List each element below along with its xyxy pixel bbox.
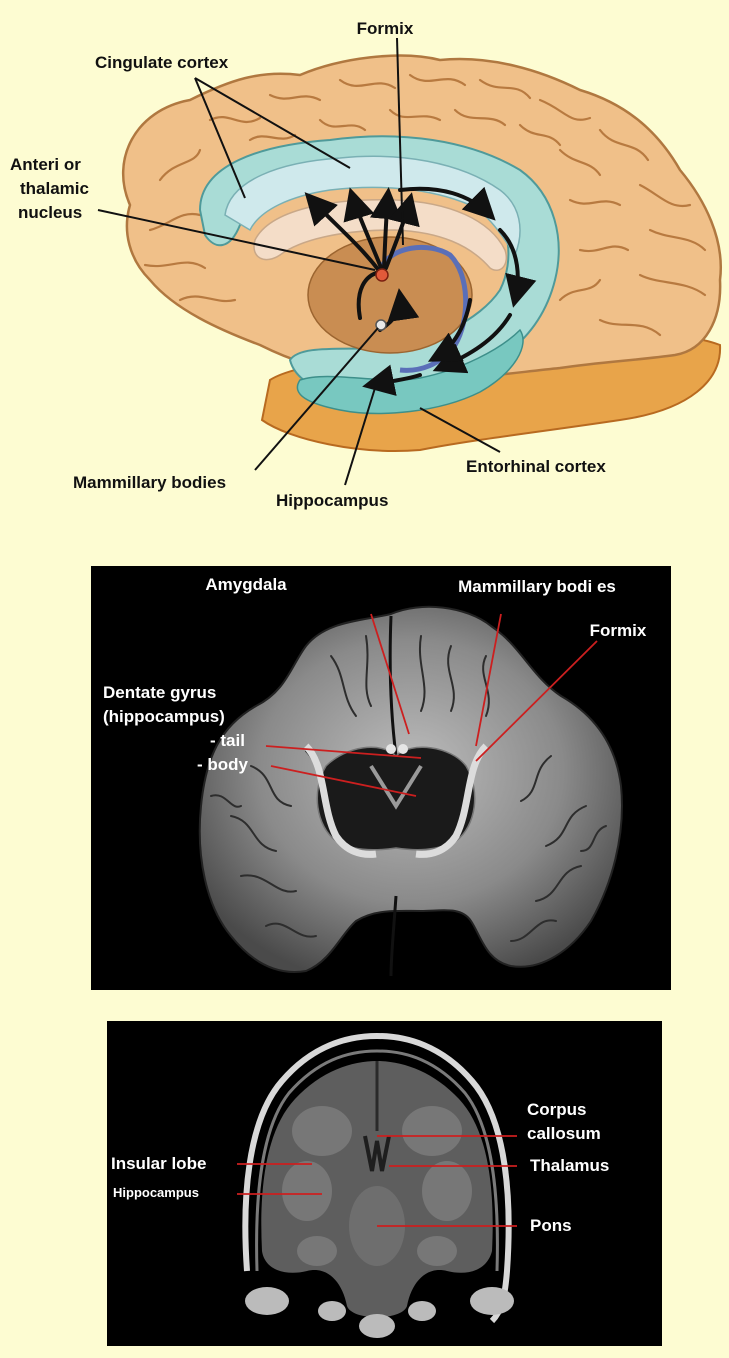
label-body: - body: [197, 755, 249, 774]
label-fornix: Formix: [357, 19, 414, 38]
label-anterior-line1: Anteri or: [10, 155, 81, 174]
limbic-diagram-svg: Formix Cingulate cortex Anteri or thalam…: [0, 0, 729, 540]
mammillary-right: [398, 744, 408, 754]
label-mammillary-bodies: Mammillary bodies: [73, 473, 226, 492]
label-photo-fornix: Formix: [590, 621, 647, 640]
label-photo-mammillary: Mammillary bodi es: [458, 577, 616, 596]
label-mri-hippocampus: Hippocampus: [113, 1185, 199, 1200]
label-thalamus: Thalamus: [530, 1156, 609, 1175]
coronal-mri: Corpus callosum Insular lobe Thalamus Hi…: [107, 1021, 662, 1346]
label-entorhinal-cortex: Entorhinal cortex: [466, 457, 606, 476]
anterior-nucleus-dot: [376, 269, 388, 281]
label-dentate-line2: (hippocampus): [103, 707, 225, 726]
label-anterior-line3: nucleus: [18, 203, 82, 222]
coronal-mri-svg: Corpus callosum Insular lobe Thalamus Hi…: [107, 1021, 662, 1346]
label-hippocampus: Hippocampus: [276, 491, 388, 510]
label-dentate-line1: Dentate gyrus: [103, 683, 216, 702]
ventral-photo-svg: Amygdala Mammillary bodi es Formix Denta…: [91, 566, 671, 990]
mammillary-left: [386, 744, 396, 754]
label-pons: Pons: [530, 1216, 572, 1235]
ventral-brain-photo: Amygdala Mammillary bodi es Formix Denta…: [91, 566, 671, 990]
central-dissection: [317, 747, 474, 849]
label-anterior-line2: thalamic: [20, 179, 89, 198]
label-insular-lobe: Insular lobe: [111, 1154, 206, 1173]
label-amygdala: Amygdala: [205, 575, 287, 594]
label-corpus-line1: Corpus: [527, 1100, 587, 1119]
label-corpus-line2: callosum: [527, 1124, 601, 1143]
limbic-diagram: Formix Cingulate cortex Anteri or thalam…: [0, 0, 729, 540]
label-tail: - tail: [210, 731, 245, 750]
label-cingulate-cortex: Cingulate cortex: [95, 53, 229, 72]
